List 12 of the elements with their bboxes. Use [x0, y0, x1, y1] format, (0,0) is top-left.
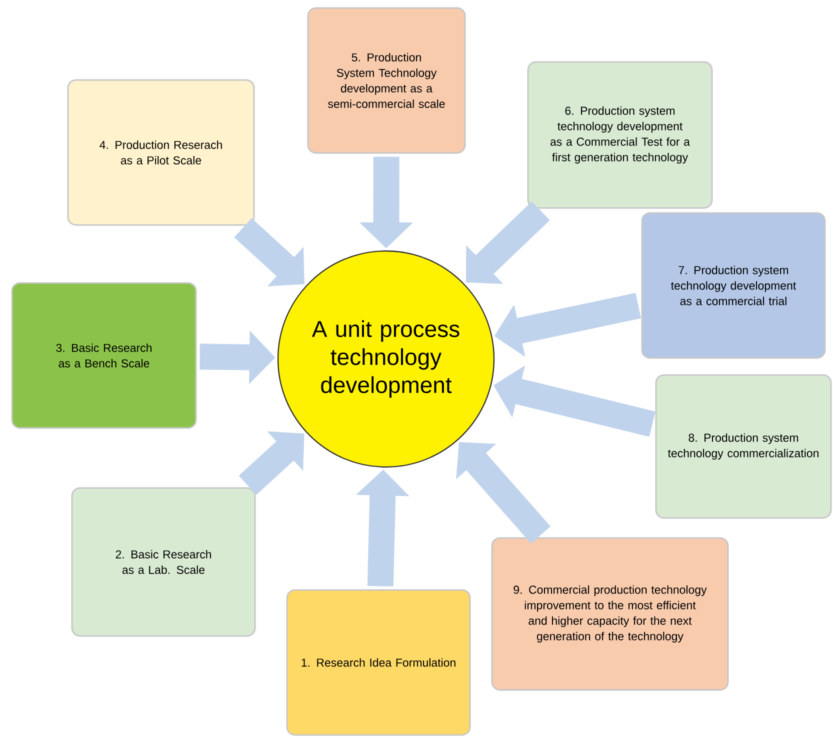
process-box: 8. Production system technology commercialization [655, 374, 832, 519]
process-box: 5. Production System Technology development as a semi-commercial scale [307, 7, 466, 154]
process-box: 1. Research Idea Formulation [286, 589, 471, 736]
process-box: 2. Basic Research as a Lab. Scale [71, 487, 256, 637]
process-box: 6. Production system technology development as a Commercial Test for a first generation technology [527, 61, 713, 209]
process-box: 7. Production system technology development as a commercial trial [641, 212, 826, 359]
process-box: 4. Production Reserach as a Pilot Scale [67, 79, 255, 226]
block-arrow [238, 431, 304, 495]
process-box: 3. Basic Research as a Bench Scale [11, 282, 197, 429]
process-box: 9. Commercial production technology improvement to the most efficient and higher capacity for the next generation of the technology [491, 537, 729, 691]
block-arrow [466, 201, 550, 284]
block-arrow [456, 442, 551, 544]
